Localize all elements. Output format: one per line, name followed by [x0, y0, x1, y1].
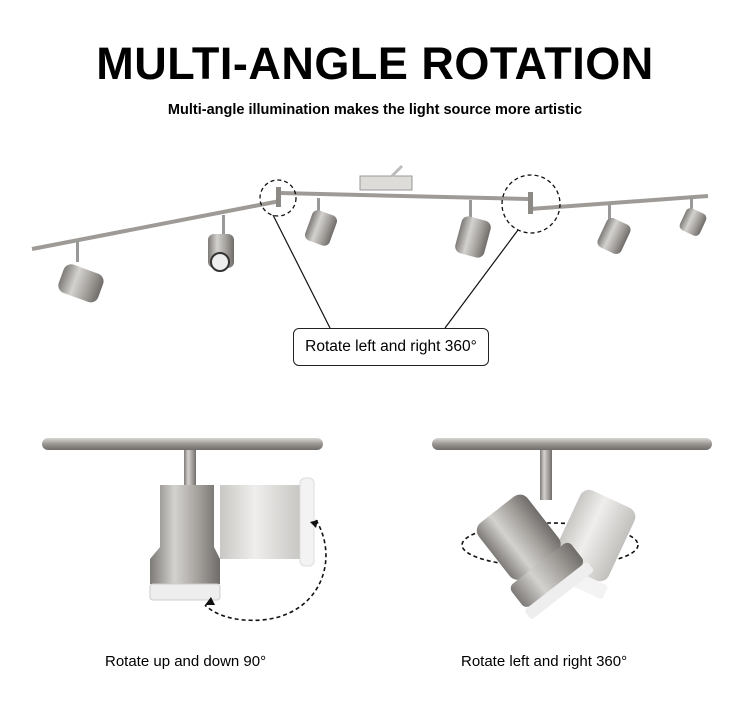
tilt-caption: Rotate up and down 90°: [105, 653, 267, 670]
tilt-detail-illustration: [42, 438, 327, 622]
track-light-fixture: [31, 164, 709, 303]
page-subtitle: Multi-angle illumination makes the light…: [167, 102, 583, 118]
page-title: MULTI-ANGLE ROTATION: [96, 38, 654, 89]
rotation-callout-pointers: [259, 174, 561, 329]
rotation-callout-label: Rotate left and right 360°: [293, 328, 489, 366]
swivel-detail-illustration: [432, 438, 712, 619]
swivel-caption: Rotate left and right 360°: [461, 653, 628, 670]
